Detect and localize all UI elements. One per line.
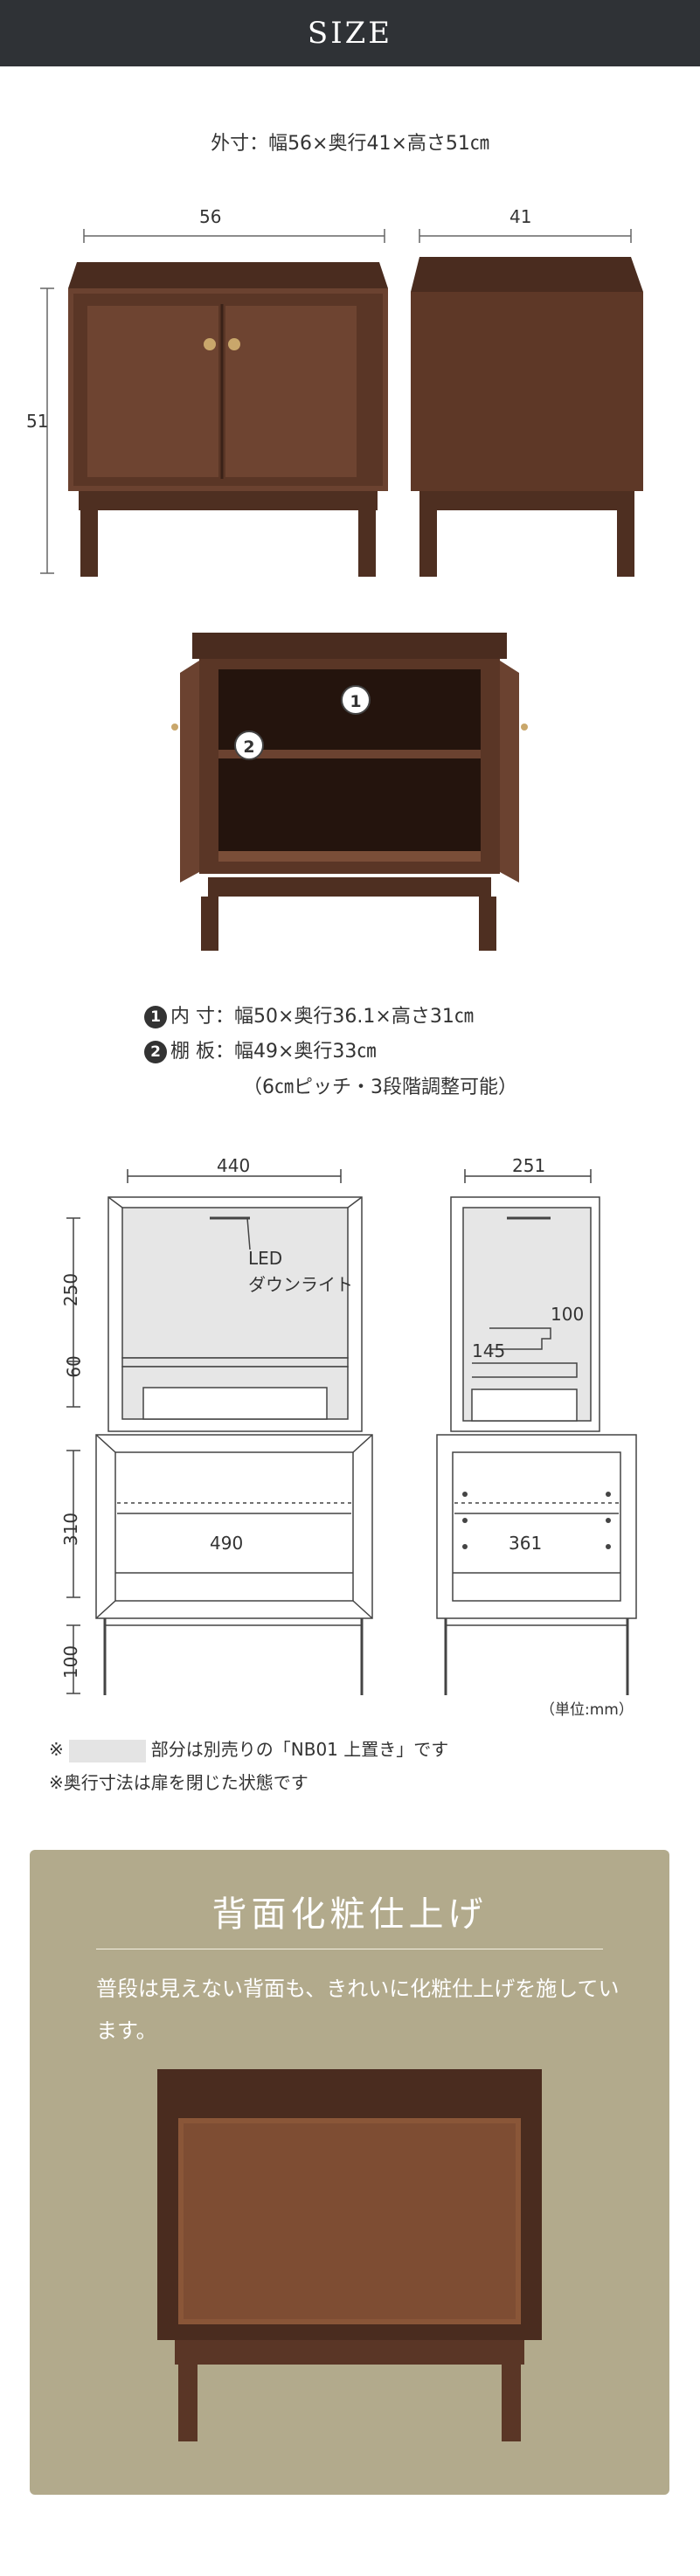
note-2: ※奥行寸法は扉を閉じた状態です [49,1772,308,1793]
tech-side-depth-100: 100 [551,1304,585,1325]
tech-front-height-250: 250 [60,1272,82,1307]
note-1-prefix: ※ [49,1739,64,1760]
outer-dimensions: 外寸：幅56×奥行41×高さ51㎝ [211,133,489,155]
spec-sub: （6㎝ピッチ・3段階調整可能） [243,1077,517,1098]
note-1-text: 部分は別売りの「NB01 上置き」です [150,1739,449,1760]
back-finish-text: 普段は見えない背面も、きれいに化粧仕上げを施しています。 [96,1977,620,2043]
tech-side-inner-depth: 361 [509,1533,543,1554]
tech-front-height-100: 100 [60,1645,82,1679]
tech-front-height-310: 310 [60,1512,82,1547]
tech-front-width-440: 440 [217,1155,251,1176]
open-view-marker-2: 2 [234,731,264,760]
tech-front-height-60: 60 [63,1355,85,1378]
side-view-image [411,229,643,577]
back-view-image [157,2069,542,2441]
front-view-image [40,229,388,577]
tech-side-depth-145: 145 [472,1340,506,1361]
tech-front-drawing [66,1169,373,1695]
spec-number-2: 2 [144,1041,167,1063]
unit-note: （単位:mm） [540,1701,634,1719]
led-label: LED [248,1248,283,1269]
led-sub-label: ダウンライト [248,1274,353,1295]
header-title: SIZE [307,16,393,51]
note-1: ※ 部分は別売りの「NB01 上置き」です [49,1735,448,1762]
spec-text-2: 棚 板：幅49×奥行33㎝ [170,1041,377,1063]
back-finish-title: 背面化粧仕上げ [211,1894,488,1935]
open-view-image [171,633,528,951]
spec-number-1: 1 [144,1006,167,1028]
tech-side-drawing [436,1169,637,1695]
page-header: SIZE [0,0,700,66]
front-height-label: 51 [26,411,49,432]
front-width-label: 56 [199,206,222,227]
tech-side-width-251: 251 [512,1155,546,1176]
optional-part-swatch [68,1739,146,1762]
spec-text-1: 内 寸：幅50×奥行36.1×高さ31㎝ [170,1006,474,1028]
tech-front-inner-width: 490 [210,1533,244,1554]
open-view-marker-1: 1 [341,685,371,715]
side-depth-label: 41 [509,206,532,227]
